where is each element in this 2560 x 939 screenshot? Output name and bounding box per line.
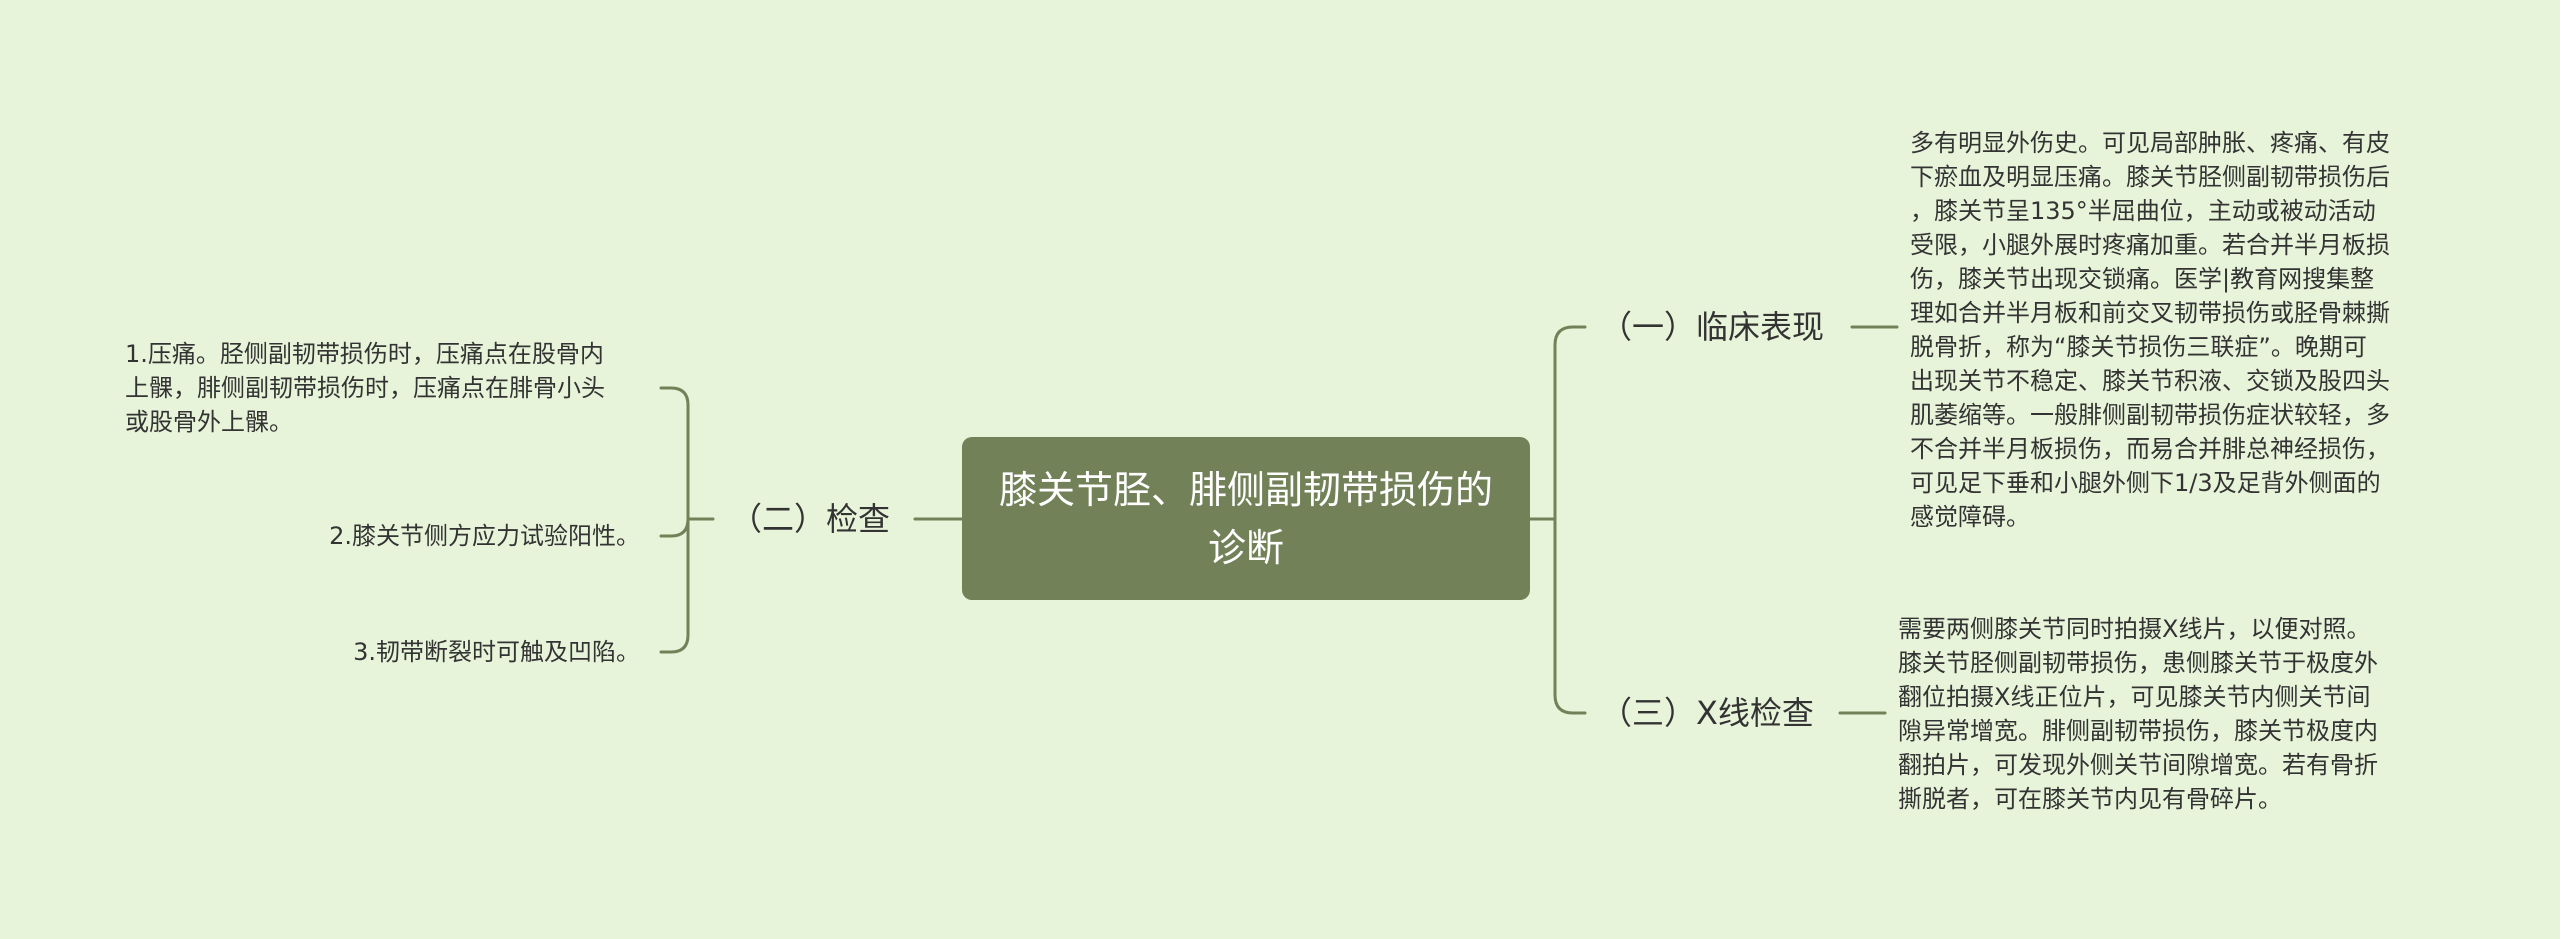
exam-item-2: 2.膝关节侧方应力试验阳性。 <box>329 522 640 550</box>
connector-right-trunk <box>1553 325 1587 715</box>
branch-clinical[interactable]: （一）临床表现 <box>1600 307 1824 347</box>
branch-xray[interactable]: （三）X线检查 <box>1600 693 1814 733</box>
branch-exam-label: （二）检查 <box>730 500 891 538</box>
xray-detail: 需要两侧膝关节同时拍摄X线片，以便对照。 膝关节胫侧副韧带损伤，患侧膝关节于极度… <box>1898 615 2378 813</box>
clinical-detail: 多有明显外伤史。可见局部肿胀、疼痛、有皮 下瘀血及明显压痛。膝关节胫侧副韧带损伤… <box>1910 129 2390 531</box>
branch-xray-label: （三）X线检查 <box>1600 694 1814 732</box>
branch-clinical-label: （一）临床表现 <box>1600 308 1825 346</box>
branch-exam[interactable]: （二）检查 <box>730 499 890 539</box>
exam-item-3: 3.韧带断裂时可触及凹陷。 <box>353 638 640 666</box>
exam-item-1: 1.压痛。胫侧副韧带损伤时，压痛点在股骨内 上髁，腓侧副韧带损伤时，压痛点在腓骨… <box>125 340 605 436</box>
root-node[interactable]: 膝关节胫、腓侧副韧带损伤的诊断 <box>962 437 1530 600</box>
connector-exam-bracket <box>659 386 690 654</box>
root-label: 膝关节胫、腓侧副韧带损伤的诊断 <box>998 467 1493 570</box>
